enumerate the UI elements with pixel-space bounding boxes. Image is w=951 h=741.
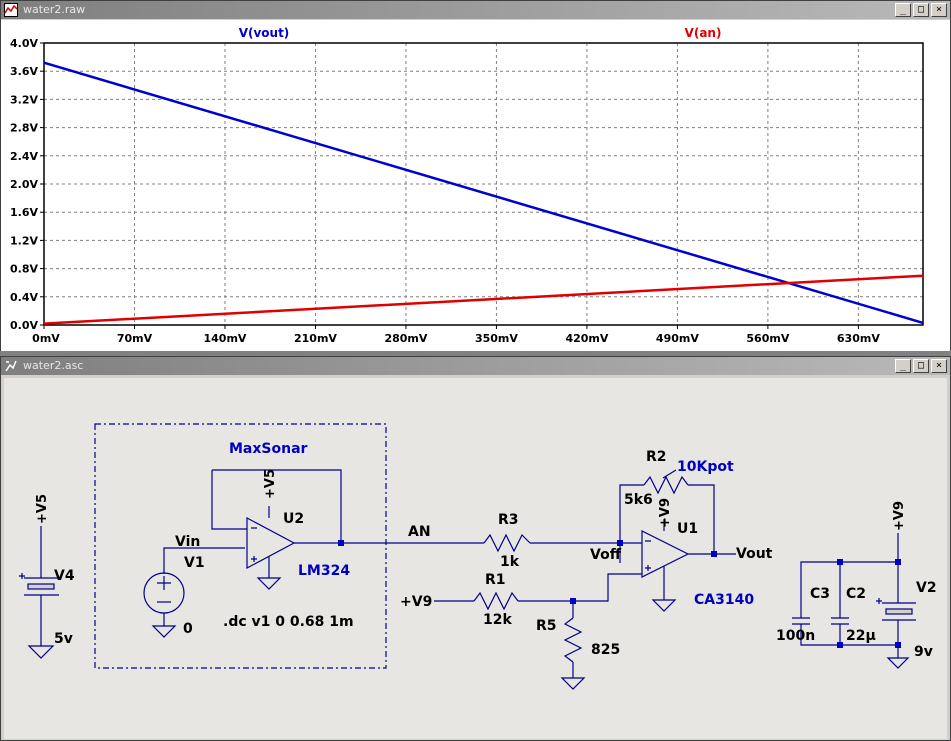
u1-label: U1 bbox=[677, 521, 698, 537]
legend-van[interactable]: V(an) bbox=[685, 26, 722, 40]
y-tick-label: 2.8V bbox=[10, 122, 38, 135]
x-tick-label: 70mV bbox=[117, 332, 153, 345]
schematic-minimize-button[interactable]: _ bbox=[895, 359, 911, 373]
vin-label: Vin bbox=[175, 534, 200, 550]
maximize-button[interactable]: □ bbox=[913, 3, 929, 17]
x-tick-label: 140mV bbox=[204, 332, 247, 345]
v1-voltage-source[interactable] bbox=[143, 547, 245, 638]
x-tick-label: 280mV bbox=[384, 332, 427, 345]
x-tick-label: 0mV bbox=[32, 332, 60, 345]
junction-dots bbox=[338, 540, 901, 648]
r3-resistor[interactable] bbox=[341, 533, 621, 563]
y-tick-label: 3.2V bbox=[10, 93, 38, 106]
v1-label: V1 bbox=[184, 555, 205, 571]
x-axis-ticks: 0mV 70mV 140mV 210mV 280mV 350mV 420mV 490mV 560… bbox=[32, 325, 880, 345]
an-net-label: AN bbox=[408, 524, 431, 540]
schematic-titlebar[interactable]: water2.asc _ □ × bbox=[1, 357, 950, 375]
u2-opamp[interactable] bbox=[211, 469, 342, 590]
plot-grid bbox=[44, 43, 923, 325]
plot-frame bbox=[43, 42, 924, 326]
v4-supply-label: +V5 bbox=[35, 494, 50, 524]
u2-label: U2 bbox=[283, 511, 304, 527]
schematic-icon bbox=[5, 360, 17, 372]
r2-resistor[interactable] bbox=[619, 469, 715, 553]
c2-label: C2 bbox=[846, 586, 866, 602]
v9-input-label: +V9 bbox=[400, 594, 432, 610]
trace-vout[interactable] bbox=[43, 61, 924, 325]
r1-value: 12k bbox=[483, 612, 512, 628]
y-tick-label: 1.2V bbox=[10, 234, 38, 247]
c3-label: C3 bbox=[810, 586, 830, 602]
v2-supply-label: +V9 bbox=[892, 501, 907, 531]
y-tick-label: 1.6V bbox=[10, 206, 38, 219]
v2-value: 9v bbox=[914, 644, 933, 660]
u2-supply-label: +V5 bbox=[263, 469, 278, 499]
maxsonar-box bbox=[94, 423, 387, 669]
lm324-label: LM324 bbox=[298, 563, 350, 579]
ca3140-label: CA3140 bbox=[694, 592, 754, 608]
c3-value: 100n bbox=[776, 628, 815, 644]
schematic-maximize-button[interactable]: □ bbox=[913, 359, 929, 373]
c2-value: 22µ bbox=[846, 628, 876, 644]
waveform-titlebar[interactable]: water2.raw _ □ × bbox=[1, 1, 950, 19]
y-tick-label: 4.0V bbox=[10, 37, 38, 50]
v2-label: V2 bbox=[916, 580, 937, 596]
y-tick-label: 0.4V bbox=[10, 291, 38, 304]
r3-value: 1k bbox=[500, 554, 520, 570]
v1-ground-label: 0 bbox=[183, 621, 193, 637]
pot-label: 10Kpot bbox=[677, 459, 734, 475]
v4-label: V4 bbox=[54, 568, 75, 584]
schematic-window: water2.asc _ □ × bbox=[0, 356, 951, 741]
trace-van[interactable] bbox=[43, 274, 924, 325]
maxsonar-label: MaxSonar bbox=[229, 441, 308, 457]
waveform-icon bbox=[4, 3, 18, 17]
close-button[interactable]: × bbox=[931, 3, 947, 17]
schematic-close-button[interactable]: × bbox=[931, 359, 947, 373]
x-tick-label: 210mV bbox=[294, 332, 337, 345]
x-tick-label: 490mV bbox=[656, 332, 699, 345]
x-tick-label: 560mV bbox=[746, 332, 789, 345]
y-axis-ticks: 0.0V 0.4V 0.8V 1.2V 1.6V 2.0V 2.4V 2.8V 3.2V 3.6V… bbox=[10, 37, 44, 332]
waveform-title: water2.raw bbox=[23, 3, 86, 16]
dc-command[interactable]: .dc v1 0 0.68 1m bbox=[223, 614, 354, 630]
x-tick-label: 420mV bbox=[565, 332, 608, 345]
y-tick-label: 2.0V bbox=[10, 178, 38, 191]
r5-resistor[interactable] bbox=[560, 601, 586, 690]
y-tick-label: 0.0V bbox=[10, 319, 38, 332]
r2-value: 5k6 bbox=[624, 492, 653, 508]
schematic-title: water2.asc bbox=[23, 359, 84, 372]
u1-opamp[interactable] bbox=[620, 519, 736, 612]
r1-label: R1 bbox=[485, 572, 506, 588]
vout-label: Vout bbox=[736, 546, 773, 562]
r5-value: 825 bbox=[591, 642, 620, 658]
y-tick-label: 0.8V bbox=[10, 263, 38, 276]
plot-traces bbox=[43, 61, 924, 325]
x-tick-label: 350mV bbox=[475, 332, 518, 345]
r1-resistor[interactable] bbox=[434, 573, 642, 611]
y-tick-label: 3.6V bbox=[10, 65, 38, 78]
minimize-button[interactable]: _ bbox=[895, 3, 911, 17]
u1-supply-label: +V9 bbox=[658, 498, 673, 528]
schematic-canvas[interactable]: MaxSonar +V5 U2 LM324 Vin V1 0 .dc v1 0 … bbox=[4, 378, 947, 739]
v4-battery-symbol[interactable] bbox=[19, 526, 59, 659]
r5-label: R5 bbox=[536, 618, 557, 634]
x-tick-label: 630mV bbox=[837, 332, 880, 345]
r2-label: R2 bbox=[646, 449, 667, 465]
r3-label: R3 bbox=[498, 512, 519, 528]
v4-value: 5v bbox=[54, 631, 73, 647]
capacitor-network[interactable] bbox=[792, 533, 916, 669]
y-tick-label: 2.4V bbox=[10, 150, 38, 163]
voff-label: Voff bbox=[590, 547, 622, 563]
legend-vout[interactable]: V(vout) bbox=[239, 26, 290, 40]
waveform-plot[interactable]: V(vout) V(an) 0.0V 0.4V 0.8V 1.2V 1.6V 2.0V 2.… bbox=[1, 20, 950, 351]
